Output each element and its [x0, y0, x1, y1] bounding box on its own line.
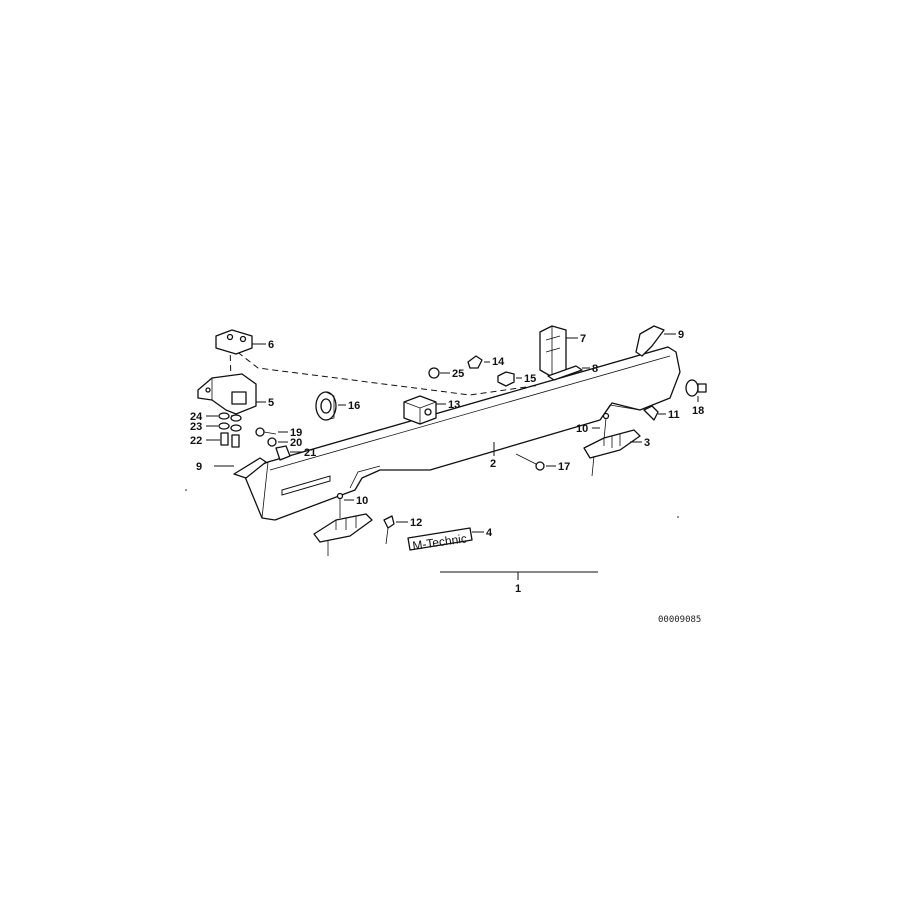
label-18: 18	[692, 405, 704, 417]
rivet-part[interactable]	[383, 515, 395, 545]
kit-indicator	[440, 571, 598, 580]
label-6: 6	[268, 339, 274, 351]
bolt-part[interactable]	[220, 432, 240, 448]
label-15: 15	[524, 373, 536, 385]
jack-cover-right-part[interactable]	[583, 429, 641, 477]
screw-part-left[interactable]	[336, 492, 344, 519]
side-skirt-part[interactable]	[242, 346, 681, 521]
label-13: 13	[448, 399, 460, 411]
label-3: 3	[644, 437, 650, 449]
cap-part[interactable]	[428, 367, 440, 379]
clip-nut-part[interactable]	[497, 371, 515, 387]
label-10-right: 10	[576, 423, 588, 435]
label-11: 11	[668, 409, 680, 421]
screw-19-part[interactable]	[255, 427, 277, 437]
nut-part[interactable]	[218, 422, 242, 432]
label-10-left: 10	[356, 495, 368, 507]
label-1: 1	[515, 583, 521, 595]
label-2: 2	[490, 458, 496, 470]
drawing-code: 00009085	[658, 615, 701, 625]
label-7: 7	[580, 333, 586, 345]
label-20: 20	[290, 437, 302, 449]
expansion-nut-part[interactable]	[685, 379, 707, 397]
upper-bracket-part[interactable]	[215, 329, 253, 355]
label-19: 19	[290, 427, 302, 439]
end-cap-lower-part[interactable]	[233, 457, 267, 479]
dust-mark	[677, 516, 679, 518]
dust-mark	[185, 489, 187, 491]
label-24: 24	[190, 411, 203, 423]
label-4: 4	[486, 527, 493, 539]
clip-part[interactable]	[467, 355, 483, 369]
jack-cover-left-part[interactable]	[313, 513, 373, 556]
label-17: 17	[558, 461, 570, 473]
strip-part[interactable]	[547, 365, 583, 381]
label-23: 23	[190, 421, 202, 433]
vertical-bracket-part[interactable]	[539, 325, 567, 379]
label-16: 16	[348, 400, 360, 412]
label-9-upper: 9	[678, 329, 684, 341]
grommet-part[interactable]	[315, 391, 337, 421]
plug-part[interactable]	[643, 405, 659, 421]
mounting-bracket-part[interactable]	[197, 373, 257, 415]
label-22: 22	[190, 435, 202, 447]
end-cap-part[interactable]	[635, 325, 665, 357]
assembly-line	[221, 339, 541, 396]
label-9-lower: 9	[196, 461, 202, 473]
label-5: 5	[268, 397, 274, 409]
label-14: 14	[492, 356, 505, 368]
washer-20-part[interactable]	[267, 437, 277, 447]
label-12: 12	[410, 517, 422, 529]
label-21: 21	[304, 447, 316, 459]
m-technic-badge-part[interactable]: M-Technic	[407, 527, 473, 553]
block-part[interactable]	[403, 395, 437, 425]
label-8: 8	[592, 363, 598, 375]
self-tap-screw-part[interactable]	[515, 453, 545, 471]
label-25: 25	[452, 368, 464, 380]
washer-part[interactable]	[218, 412, 242, 422]
clip-21-part[interactable]	[275, 445, 291, 461]
badge-text: M-Technic	[412, 531, 468, 552]
screw-part-right[interactable]	[602, 412, 610, 441]
